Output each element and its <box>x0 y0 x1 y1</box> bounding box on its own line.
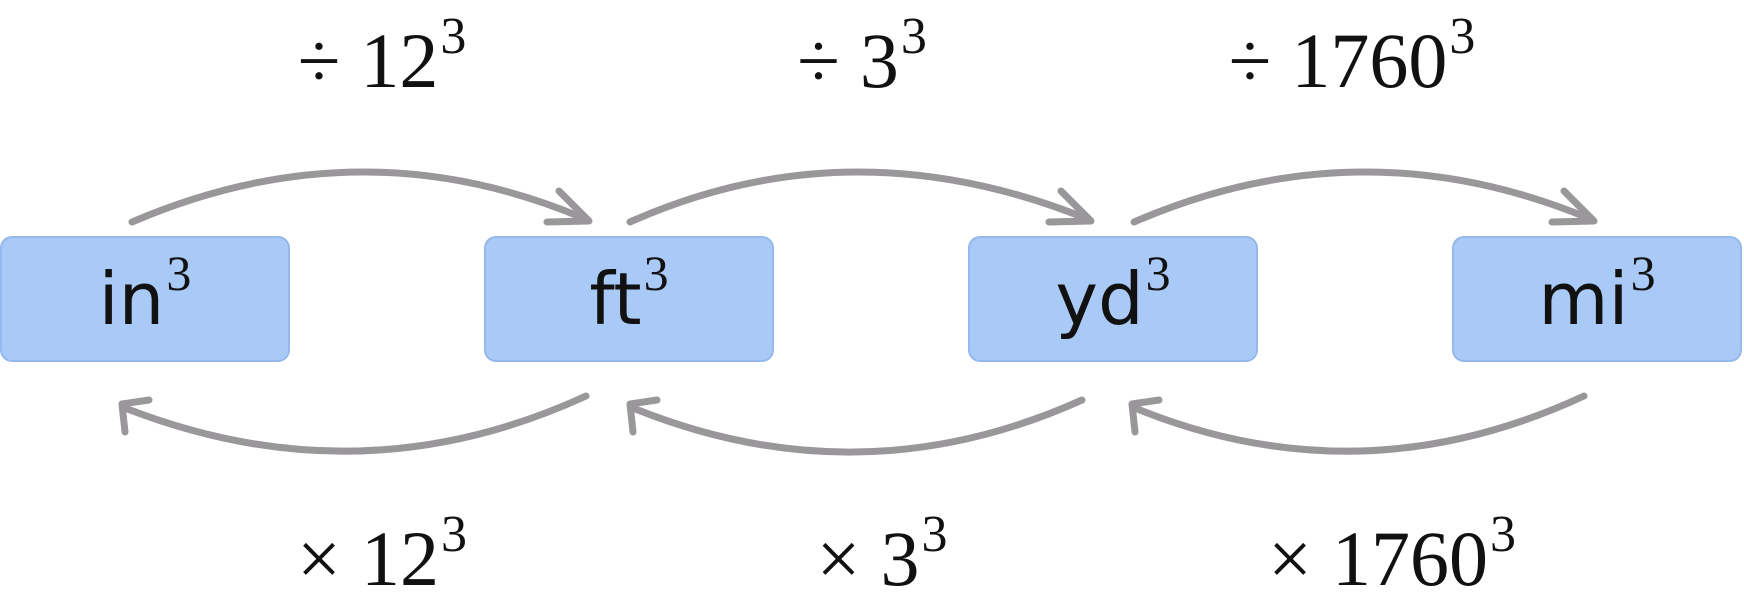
factor-exponent: 3 <box>900 8 927 65</box>
factor-base: 12 <box>361 515 439 602</box>
unit-name: ft <box>589 257 642 341</box>
arrow-mi-to-yd <box>1128 392 1588 455</box>
factor-exponent: 3 <box>921 506 948 563</box>
unit-name: mi <box>1538 257 1629 341</box>
factor-base: 1760 <box>1291 17 1448 104</box>
unit-exponent: 3 <box>1630 245 1656 301</box>
multiply-symbol: × <box>1268 515 1312 602</box>
unit-exponent: 3 <box>1145 245 1171 301</box>
unit-name: in <box>98 257 165 341</box>
unit-exponent: 3 <box>166 245 192 301</box>
arrow-ft-to-in <box>118 392 590 455</box>
divide-symbol: ÷ <box>297 17 341 104</box>
factor-base: 12 <box>360 17 439 104</box>
factor-exponent: 3 <box>1490 506 1516 563</box>
arrow-in-to-ft <box>128 168 593 226</box>
factor-base: 3 <box>880 515 920 602</box>
arrow-ft-to-yd <box>626 168 1095 226</box>
arrow-yd-to-mi <box>1130 168 1598 226</box>
factor-exponent: 3 <box>441 506 467 563</box>
multiply-symbol: × <box>297 515 341 602</box>
unit-exponent: 3 <box>643 245 669 301</box>
factor-base: 1760 <box>1332 515 1488 602</box>
divide-symbol: ÷ <box>1228 17 1272 104</box>
factor-base: 3 <box>859 17 899 104</box>
factor-exponent: 3 <box>440 8 467 65</box>
multiply-symbol: × <box>816 515 861 602</box>
factor-exponent: 3 <box>1449 8 1476 65</box>
arrow-yd-to-ft <box>626 396 1086 456</box>
divide-symbol: ÷ <box>797 17 840 104</box>
unit-name: yd <box>1055 257 1144 341</box>
